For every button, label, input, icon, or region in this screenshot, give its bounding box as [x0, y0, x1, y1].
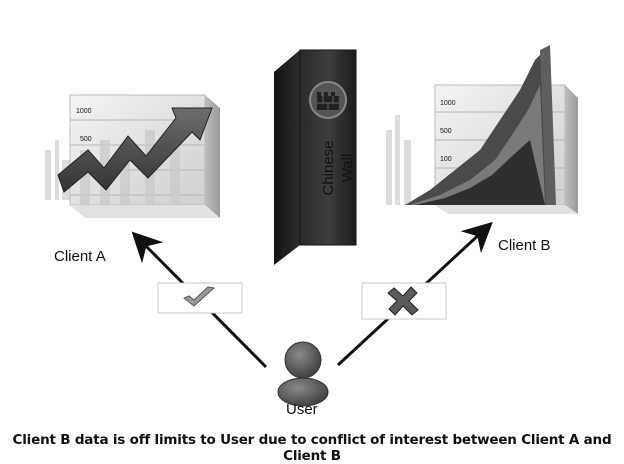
diagram-caption: Client B data is off limits to User due … — [12, 432, 612, 464]
check-icon — [183, 286, 216, 307]
client-b-tick-100: 100 — [440, 156, 452, 163]
client-b-label: Client B — [498, 237, 551, 254]
client-b-tick-500: 500 — [440, 128, 452, 135]
client-a-label: Client A — [54, 248, 106, 265]
client-a-chart-image: 1000 500 100 — [45, 94, 220, 218]
client-b-tick-1000: 1000 — [440, 100, 456, 107]
client-a-tick-500: 500 — [80, 136, 92, 143]
access-allowed-badge — [157, 282, 243, 314]
access-denied-badge — [361, 282, 447, 320]
x-icon — [387, 286, 419, 316]
user-label: User — [286, 401, 318, 418]
client-a-tick-1000: 1000 — [76, 108, 92, 115]
rising-trend-arrow — [57, 107, 213, 193]
client-b-chart-image: 1000 500 100 — [386, 45, 578, 214]
book-title-line2: Wall — [339, 154, 356, 183]
user-avatar-icon — [277, 341, 329, 407]
chinese-wall-book: Chinese Wall — [274, 49, 357, 265]
book-title-line1: Chinese — [320, 140, 337, 195]
